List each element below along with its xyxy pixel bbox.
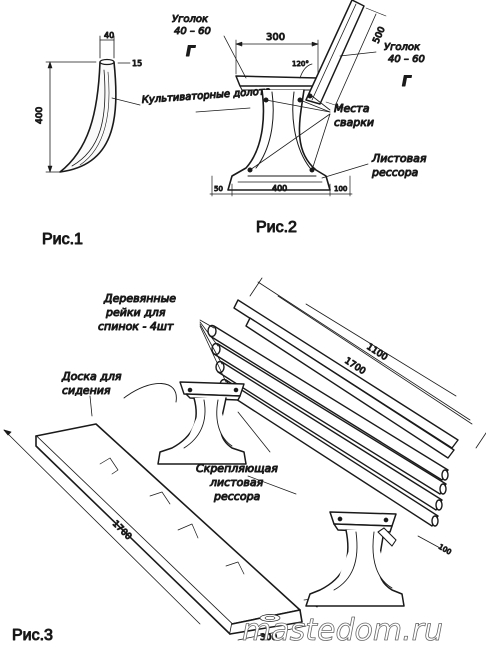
fig2-dim-angle: 120° <box>292 60 309 68</box>
fig3-spring-label: Скрепляющая листовая рессора <box>196 462 281 503</box>
fig3-dim-seat-w: 300 <box>260 633 277 643</box>
fig1-label-leaders <box>111 97 251 113</box>
fig2-dim-base-left: 50 <box>214 185 223 193</box>
fig2-frame <box>209 0 387 197</box>
fig2-angle-left-mark: Г <box>186 44 196 60</box>
fig2-weld-label: Места сварки <box>334 102 374 129</box>
fig3-caption: Рис.3 <box>12 627 53 644</box>
fig3-front-frame <box>305 511 405 607</box>
fig3-slats-label: Деревянные рейки для спинок - 4шт <box>98 292 180 333</box>
fig1-tine <box>45 35 131 173</box>
fig2-angle-right-label: Уголок 40 – 60 <box>384 42 425 65</box>
fig1-caption: Рис.1 <box>42 231 83 248</box>
fig2-spring-label: Листовая рессора <box>371 152 430 179</box>
fig1-tine-label: Культиваторные долота <box>141 86 271 106</box>
fig3-back-slats <box>207 299 459 527</box>
fig3-slats-leaders <box>199 319 227 383</box>
fig3-rear-frame <box>157 381 247 465</box>
fig1-dim-tip: 15 <box>132 59 142 68</box>
fig3-seat-label: Доска для сидения <box>61 370 125 397</box>
fig3-slat-dims <box>249 277 486 549</box>
fig1-dim-height: 400 <box>35 107 45 124</box>
fig3-dim-slat-top: 1100 <box>364 342 389 363</box>
fig3-seat-arrow <box>123 383 177 403</box>
fig2-angle-right-mark: Г <box>402 74 412 90</box>
fig1-dim-width: 40 <box>104 31 114 40</box>
fig2-angle-left-label: Уголок 40 – 60 <box>172 14 211 37</box>
fig3-dim-slat-gap: 100 <box>437 543 453 557</box>
fig2-dim-top: 300 <box>266 32 285 43</box>
fig2-dim-base-mid: 400 <box>272 184 287 193</box>
watermark: mastedom.ru <box>242 613 443 648</box>
fig3-seat-board <box>35 423 303 635</box>
fig2-dim-base-right: 100 <box>334 185 347 193</box>
fig2-caption: Рис.2 <box>256 219 297 236</box>
